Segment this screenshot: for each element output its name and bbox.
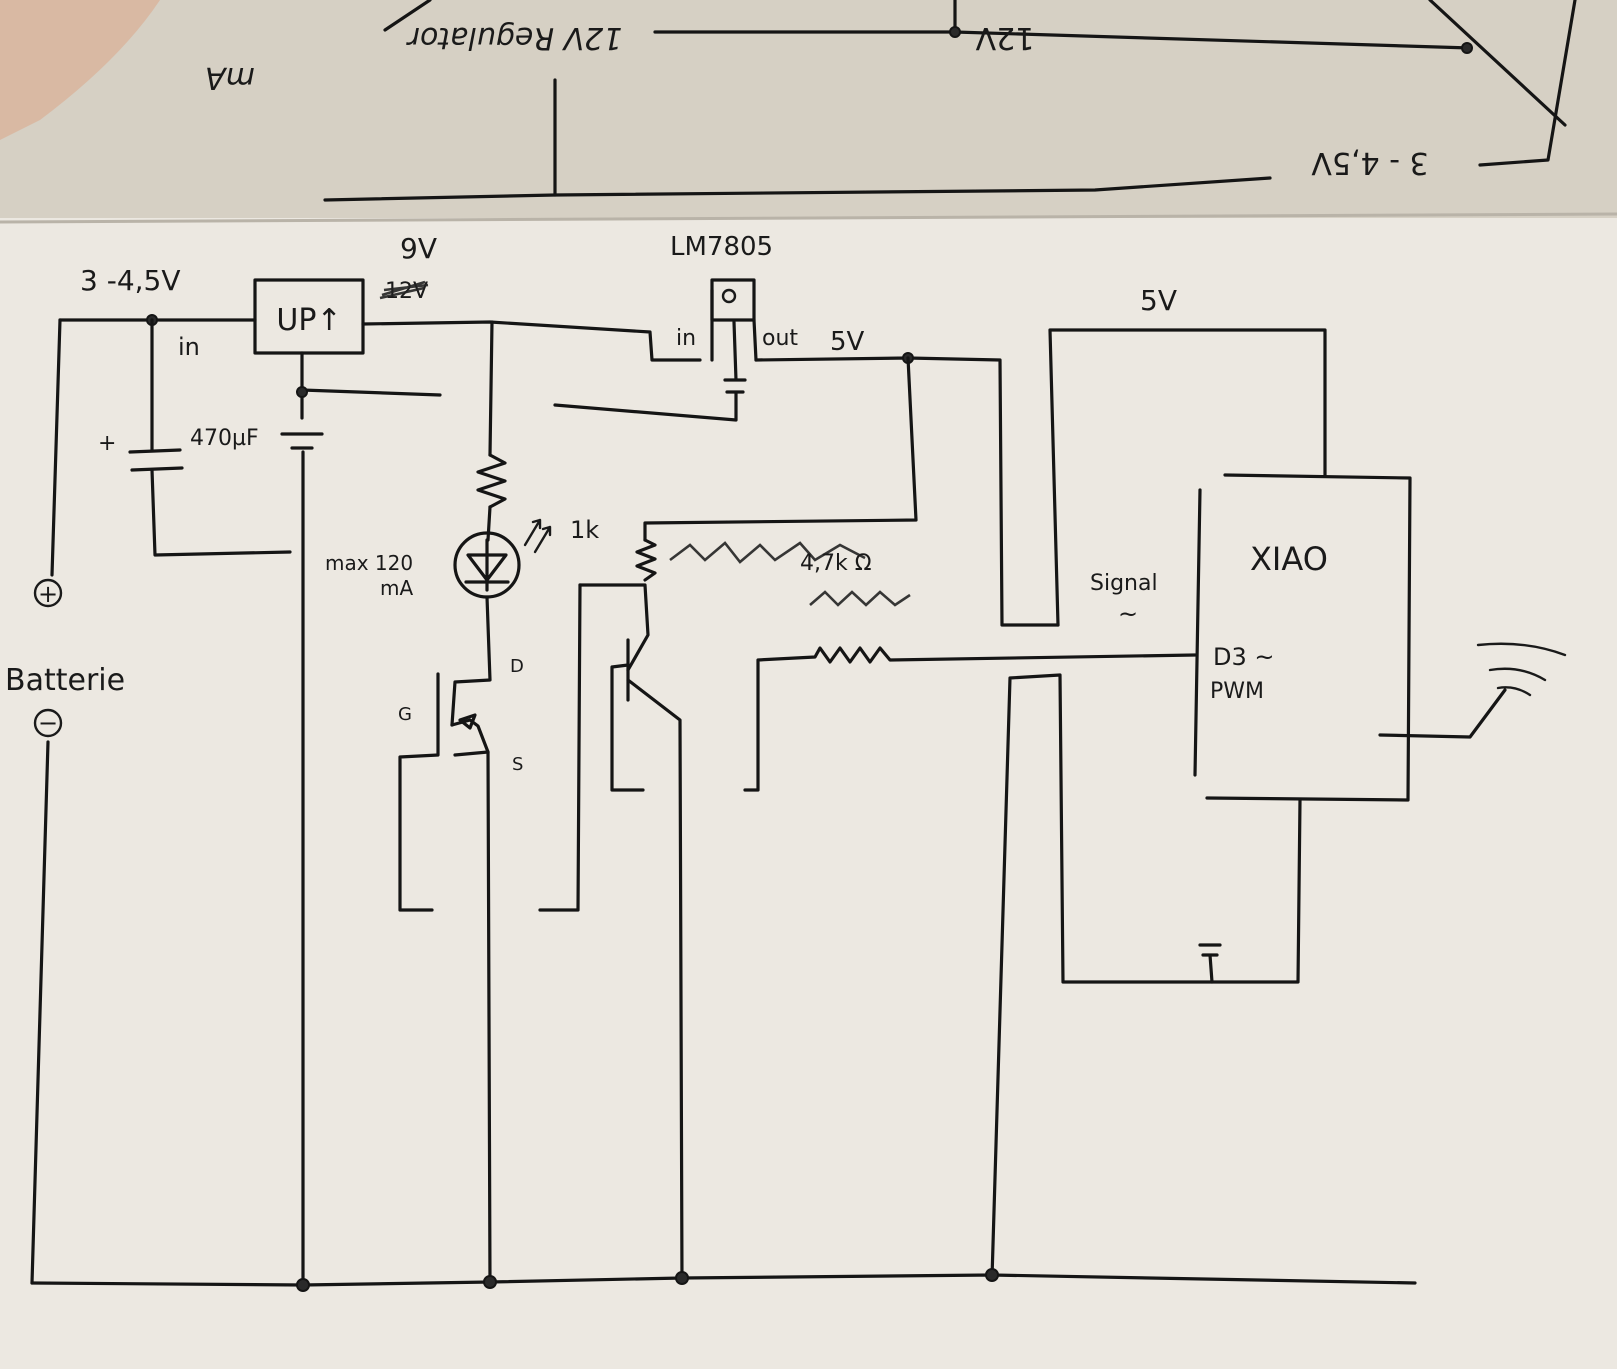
ground-junction-1 — [296, 1278, 310, 1292]
max-current-unit: mA — [380, 576, 413, 600]
xiao-section: 5V XIAO D3 ~ PWM Signal ~ — [990, 284, 1567, 1280]
top-label-regulator: 12V Regulator — [406, 20, 622, 55]
led-light-arrows — [523, 518, 552, 554]
max-current-label: max 120 — [325, 551, 413, 575]
mosfet-s-label: S — [512, 754, 523, 775]
top-junction-right — [1461, 42, 1473, 54]
resistor-4-7k-label: 4,7k Ω — [800, 551, 872, 576]
battery-plus-symbol — [33, 578, 63, 608]
ground-rail — [30, 1268, 1417, 1292]
battery-plus-label: + — [38, 580, 58, 608]
transistor-emitter — [626, 638, 684, 1285]
top-label-ma: mA — [205, 60, 255, 95]
cap-bottom-wire — [150, 468, 292, 557]
booster-module: UP↑ 9V 12V — [253, 232, 702, 1285]
battery-minus-label: − — [38, 709, 58, 737]
top-wire-diag-right — [1428, 0, 1567, 127]
top-wire-diag — [383, 0, 432, 32]
finger — [0, 0, 160, 140]
top-sheet-drawing: mA 12V Regulator 12V 3 - 4,5V — [205, 0, 1577, 202]
cap-plate-plus — [128, 448, 182, 454]
regulator-5v-label: 5V — [830, 327, 865, 357]
transistor-collector — [578, 583, 650, 672]
regulator-in-label: in — [676, 326, 696, 351]
mosfet-gate — [398, 672, 440, 912]
mosfet-g-label: G — [398, 704, 412, 725]
5v-supply-loop — [1048, 328, 1327, 627]
transistor-section: 4,7k Ω — [538, 538, 1197, 1285]
led-branch: 1k max 120 mA — [325, 320, 599, 727]
xiao-left-side — [1193, 488, 1202, 777]
sheet-edge — [0, 212, 1617, 224]
battery-section: + Batterie − 3 -4,5V in — [5, 264, 257, 1285]
transistor-left-wire — [538, 583, 582, 912]
led-top-wire — [488, 320, 494, 457]
ground-rail-wire — [30, 1273, 1417, 1287]
crossed-value-scribble — [809, 590, 911, 607]
xiao-ground-loop — [990, 673, 1302, 1280]
top-ground-wire — [323, 176, 1272, 202]
top-label-voltage: 3 - 4,5V — [1311, 145, 1429, 180]
regulator-label: LM7805 — [670, 232, 773, 262]
mosfet: D G S — [398, 656, 524, 1285]
booster-out-wire — [361, 320, 702, 362]
crossed-resistor-scribble — [669, 541, 866, 564]
top-junction — [949, 26, 961, 38]
top-sheet — [0, 0, 1617, 225]
xiao-label: XIAO — [1250, 540, 1328, 578]
regulator-5v-wire — [754, 356, 1060, 627]
main-sheet — [0, 218, 1617, 1369]
led-resistor — [476, 453, 507, 509]
transistor-base — [610, 663, 645, 792]
ground-junction-3 — [675, 1271, 689, 1285]
regulator-out-label: out — [762, 326, 798, 351]
regulator-hole — [721, 288, 737, 304]
capacitor: + 470µF — [98, 318, 292, 557]
xiao-box-outline — [1205, 473, 1412, 802]
regulator-legs — [710, 288, 758, 362]
booster-in-label: in — [178, 333, 200, 361]
booster-junction — [296, 386, 308, 398]
lm7805-regulator: LM7805 in out 5V — [553, 232, 1060, 627]
led-mid-wire — [486, 505, 492, 542]
regulator-ground — [553, 320, 747, 422]
cap-value-label: 470µF — [190, 426, 259, 451]
signal-label: Signal — [1090, 571, 1158, 596]
booster-ground-symbol — [280, 432, 324, 450]
battery-plus-wire — [50, 318, 62, 577]
resistor-4-7k-vertical — [635, 538, 657, 582]
ground-junction-2 — [483, 1275, 497, 1289]
mosfet-d-label: D — [510, 656, 524, 677]
battery-label: Batterie — [5, 663, 125, 698]
xiao-pin-d3: D3 ~ — [1213, 643, 1275, 671]
wireless-icon — [1476, 642, 1567, 697]
mosfet-arrow — [458, 713, 477, 730]
booster-label: UP↑ — [276, 303, 341, 338]
crossed-out-scribble — [379, 280, 429, 300]
antenna-wire — [1378, 688, 1507, 739]
input-voltage-label: 3 -4,5V — [80, 264, 181, 297]
xiao-ground-symbol — [1198, 943, 1222, 984]
mosfet-source-wire — [486, 750, 492, 1285]
cap-plate-minus — [130, 466, 184, 472]
5v-to-resistor-wire — [643, 356, 918, 542]
led-drain-wire — [450, 595, 492, 727]
top-label-12v: 12V — [975, 20, 1034, 55]
xiao-pin-pwm: PWM — [1210, 679, 1264, 704]
resistor-1k-label: 1k — [570, 516, 599, 544]
top-5v-label: 5V — [1140, 284, 1177, 317]
cap-plus-label: + — [98, 431, 116, 456]
booster-out-label: 9V — [400, 232, 437, 265]
battery-minus-wire — [30, 740, 50, 1285]
signal-resistor-wire — [743, 646, 1197, 792]
top-wire-right — [1478, 0, 1577, 167]
battery-minus-symbol — [33, 708, 63, 738]
signal-wave-label: ~ — [1118, 600, 1138, 628]
ground-junction-4 — [985, 1268, 999, 1282]
led-diode-symbol — [464, 538, 510, 592]
booster-box — [253, 278, 365, 355]
